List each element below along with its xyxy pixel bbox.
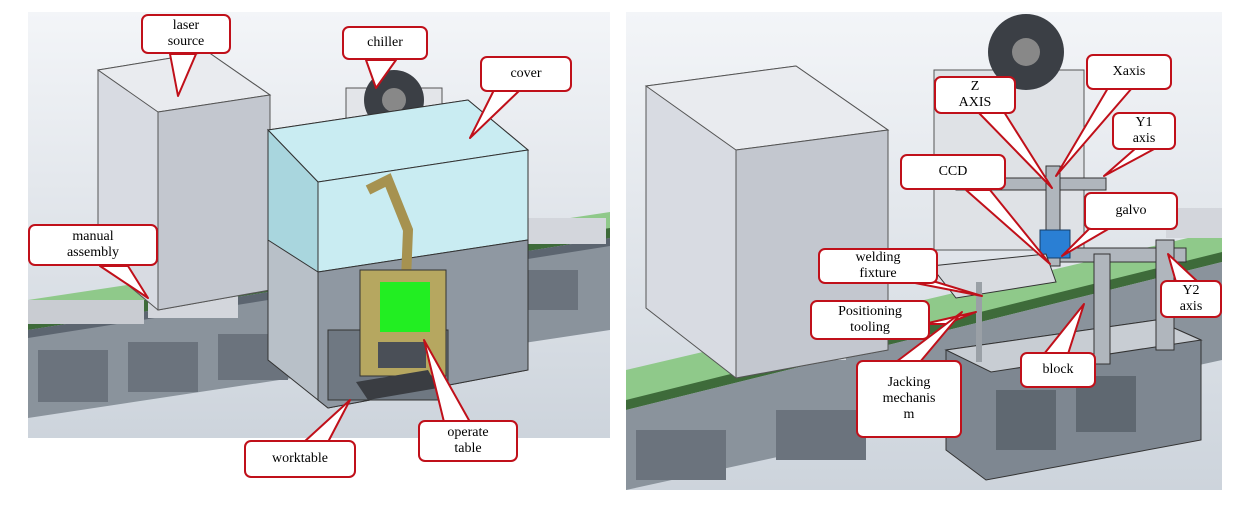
label-manual-assembly: manual assembly: [28, 224, 158, 266]
label-y2-axis: Y2 axis: [1160, 280, 1222, 318]
label-galvo: galvo: [1084, 192, 1178, 230]
label-operate-table: operate table: [418, 420, 518, 462]
label-worktable: worktable: [244, 440, 356, 478]
label-ccd: CCD: [900, 154, 1006, 190]
label-chiller: chiller: [342, 26, 428, 60]
label-laser-source: laser source: [141, 14, 231, 54]
operate-table-panel: [356, 173, 447, 400]
label-welding-fixture: welding fixture: [818, 248, 938, 284]
laser-source-box: [96, 51, 272, 311]
label-y1-axis: Y1 axis: [1112, 112, 1176, 150]
label-cover: cover: [480, 56, 572, 92]
label-block: block: [1020, 352, 1096, 388]
label-x-axis: Xaxis: [1086, 54, 1172, 90]
label-z-axis: Z AXIS: [934, 76, 1016, 114]
label-jacking-mechanism: Jacking mechanis m: [856, 360, 962, 438]
label-positioning-tooling: Positioning tooling: [810, 300, 930, 340]
